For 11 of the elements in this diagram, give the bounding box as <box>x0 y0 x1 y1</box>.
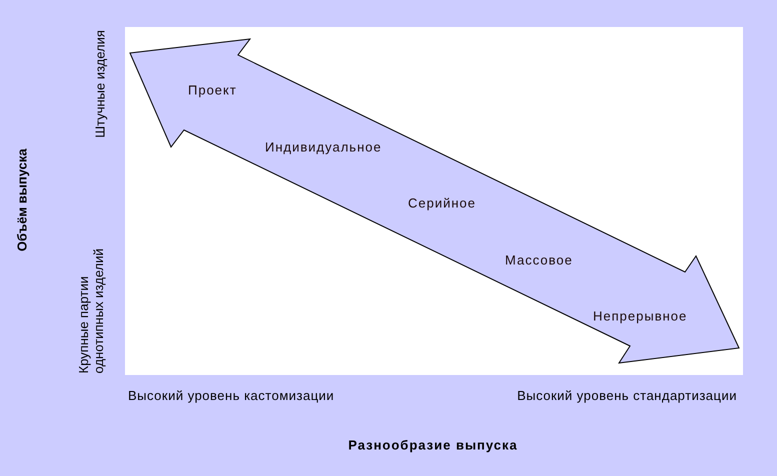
axis-tick-label: Высокий уровень кастомизации <box>128 387 334 405</box>
axis-tick-label: Высокий уровень стандартизации <box>517 387 737 405</box>
stage-label: Массовое <box>505 252 573 268</box>
axis-tick-label: Крупные партии однотипных изделий <box>76 248 106 374</box>
stage-label: Серийное <box>408 196 476 210</box>
axis-tick-label: Штучные изделия <box>91 30 108 138</box>
axis-title: Разнообразие выпуска <box>348 436 518 454</box>
stage-label: Индивидуальное <box>265 140 382 154</box>
stage-label: Непрерывное <box>593 308 688 324</box>
axis-title: Объём выпуска <box>13 148 30 252</box>
stage-label: Проект <box>188 82 237 98</box>
